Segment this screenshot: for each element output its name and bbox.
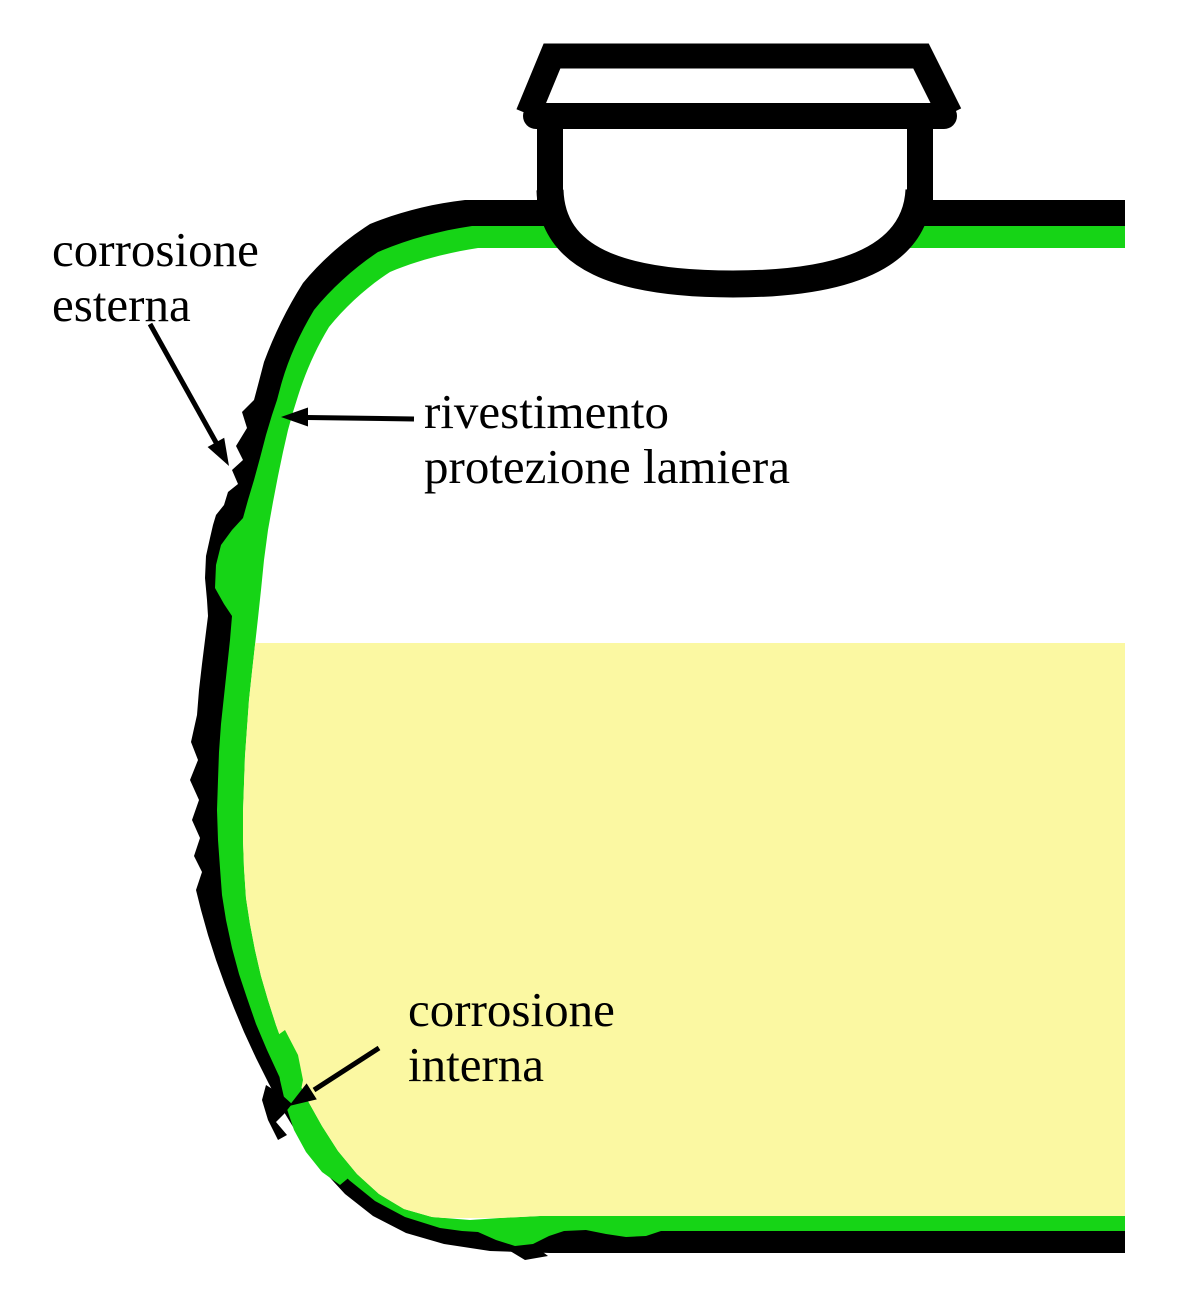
manhole-bowl-interior: [550, 190, 919, 284]
internal-corrosion-wall-notch: [262, 1085, 292, 1140]
internal-corrosion-coating-bump: [276, 1030, 352, 1185]
label-corrosione-interna-line1: corrosione: [408, 982, 615, 1037]
manhole-lid-cap: [516, 43, 962, 120]
manhole-neck-interior: [563, 115, 907, 200]
manhole-bowl-wall: [536, 188, 933, 298]
manhole-assembly: [516, 43, 962, 298]
label-rivestimento-protezione: rivestimento protezione lamiera: [424, 384, 790, 494]
coating-arrow: [281, 407, 415, 427]
label-rivestimento-line2: protezione lamiera: [424, 439, 790, 494]
liquid-fill: [243, 643, 1125, 1218]
label-corrosione-interna-line2: interna: [408, 1037, 545, 1092]
label-rivestimento-line1: rivestimento: [424, 384, 669, 439]
label-corrosione-esterna-line1: corrosione: [52, 222, 259, 277]
label-corrosione-interna: corrosione interna: [408, 982, 615, 1092]
external-corrosion-arrow: [147, 322, 229, 466]
label-corrosione-esterna-line2: esterna: [52, 277, 191, 332]
label-corrosione-esterna: corrosione esterna: [52, 222, 259, 332]
bottom-wall-bump: [505, 1246, 548, 1260]
internal-corrosion-arrow: [289, 1045, 381, 1106]
